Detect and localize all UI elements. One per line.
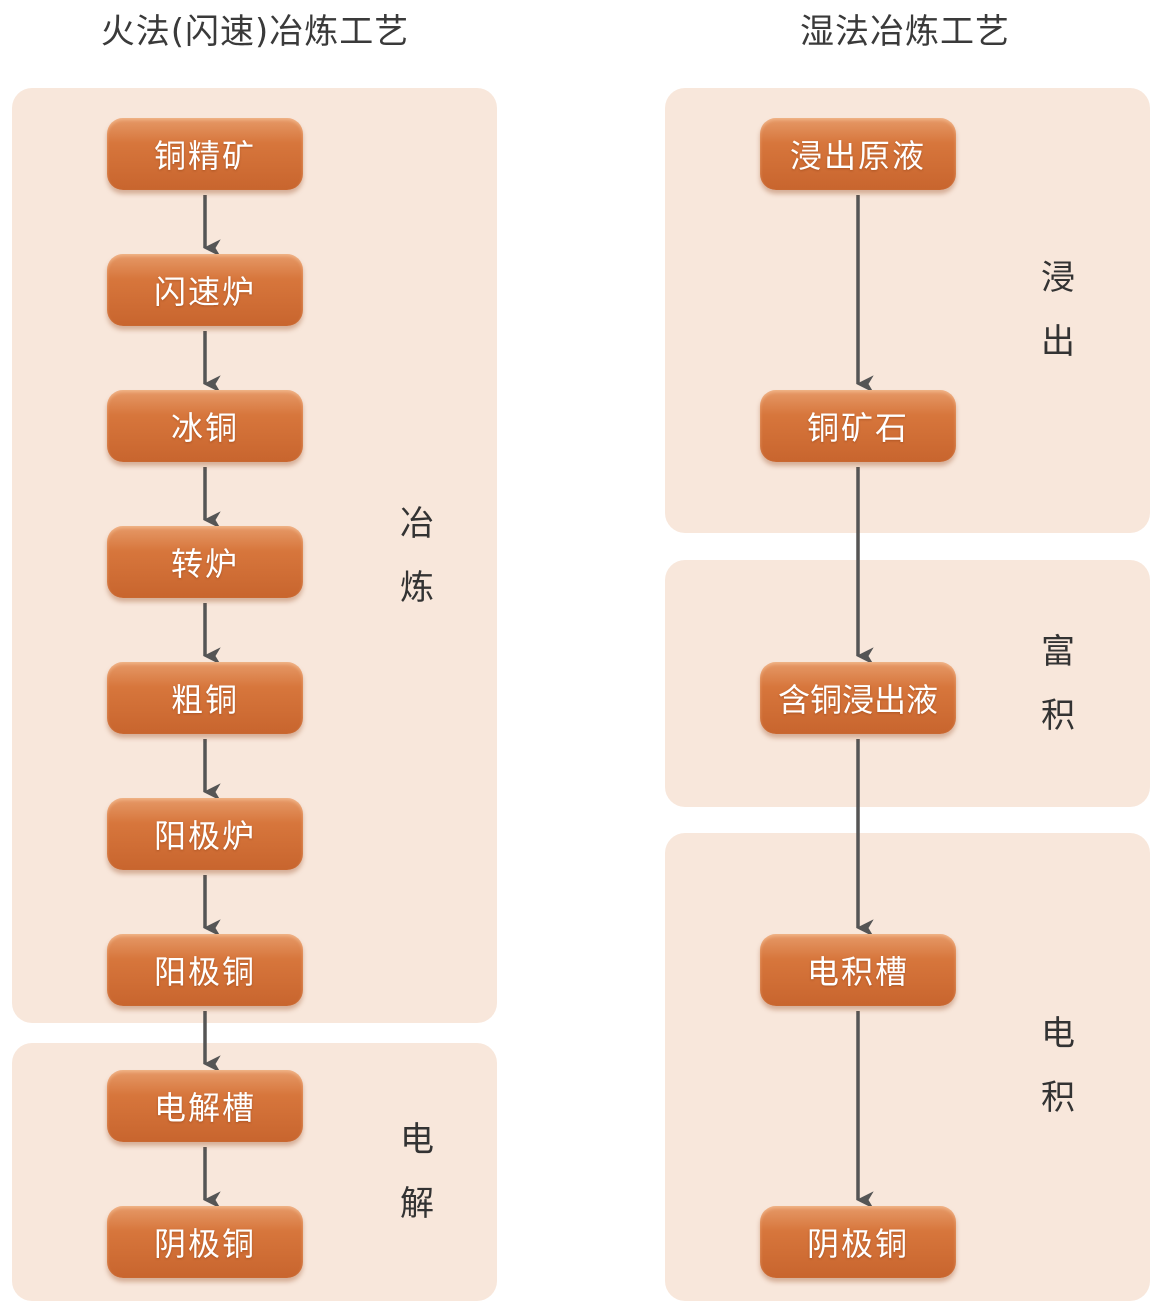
node-copper-leachate: 含铜浸出液 [760,662,956,734]
node-copper-concentrate: 铜精矿 [107,118,303,190]
label-electrolysis-char-1: 电 [400,1120,434,1160]
node-anode-copper: 阳极铜 [107,934,303,1006]
node-cathode-copper-right: 阴极铜 [760,1206,956,1278]
label-smelting-char-2: 炼 [400,568,434,608]
node-cathode-copper-left: 阴极铜 [107,1206,303,1278]
node-flash-furnace: 闪速炉 [107,254,303,326]
label-electrowin-char-2: 积 [1041,1078,1075,1118]
label-enrich-char-1: 富 [1041,632,1075,672]
node-copper-ore: 铜矿石 [760,390,956,462]
label-electrowin-char-1: 电 [1041,1014,1075,1054]
node-converter: 转炉 [107,526,303,598]
label-enrich-char-2: 积 [1041,696,1075,736]
node-electrowinning-cell: 电积槽 [760,934,956,1006]
label-smelting-char-1: 冶 [400,504,434,544]
node-electrolytic-cell: 电解槽 [107,1070,303,1142]
left-title: 火法(闪速)冶炼工艺 [100,12,410,52]
node-leach-raw-solution: 浸出原液 [760,118,956,190]
node-matte: 冰铜 [107,390,303,462]
node-blister-copper: 粗铜 [107,662,303,734]
label-electrolysis-char-2: 解 [400,1184,434,1224]
label-leach-char-2: 出 [1041,322,1075,362]
label-leach-char-1: 浸 [1041,258,1075,298]
right-title: 湿法冶炼工艺 [800,12,1010,52]
node-anode-furnace: 阳极炉 [107,798,303,870]
